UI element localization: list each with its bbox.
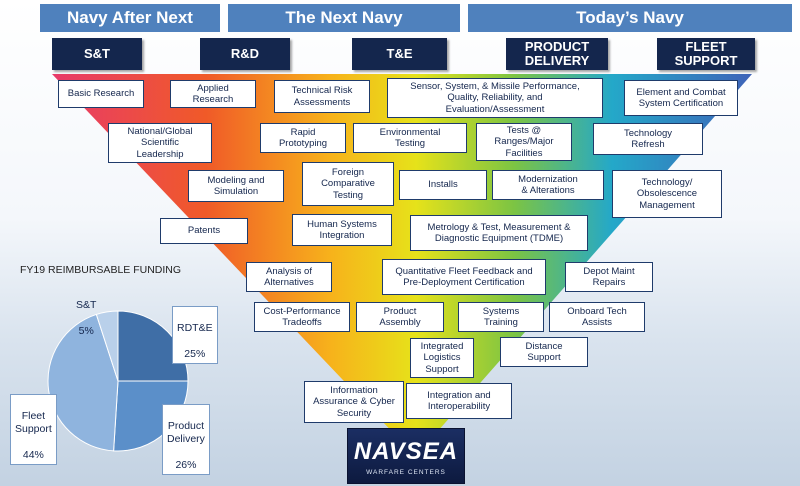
box-onboard-tech: Onboard Tech Assists — [549, 302, 645, 332]
box-integration-interop: Integration and Interoperability — [406, 383, 512, 419]
box-foreign-comparative: Foreign Comparative Testing — [302, 162, 394, 206]
box-applied-research: Applied Research — [170, 80, 256, 108]
pie-label-product-delivery: Product Delivery 26% — [162, 404, 210, 475]
box-human-systems: Human Systems Integration — [292, 214, 392, 246]
pie-slice-s-t — [95, 310, 119, 382]
box-patents: Patents — [160, 218, 248, 244]
pie-label-rdte-value: 25% — [184, 348, 206, 360]
box-modeling-simulation: Modeling and Simulation — [188, 170, 284, 202]
header-next-navy: The Next Navy — [228, 4, 460, 32]
phase-fleet-support: FLEET SUPPORT — [657, 38, 755, 70]
box-systems-training: Systems Training — [458, 302, 544, 332]
phase-product-delivery: PRODUCT DELIVERY — [506, 38, 608, 70]
box-basic-research: Basic Research — [58, 80, 144, 108]
box-technology-refresh: Technology Refresh — [593, 123, 703, 155]
box-national-global: National/Global Scientific Leadership — [108, 123, 212, 163]
navsea-logo: NAVSEA WARFARE CENTERS — [347, 428, 465, 484]
box-quantitative-feedback: Quantitative Fleet Feedback and Pre-Depl… — [382, 259, 546, 295]
box-metrology: Metrology & Test, Measurement & Diagnost… — [410, 215, 588, 251]
phase-rd: R&D — [200, 38, 290, 70]
funding-title: FY19 REIMBURSABLE FUNDING — [20, 264, 182, 276]
box-element-combat: Element and Combat System Certification — [624, 80, 738, 116]
box-depot-maint: Depot Maint Repairs — [565, 262, 653, 292]
pie-label-rdte-name: RDT&E — [177, 322, 213, 334]
pie-label-pd-name: Product Delivery — [167, 420, 205, 445]
pie-slice-fleet-support — [47, 313, 119, 452]
pie-label-fs-name: Fleet Support — [15, 410, 52, 435]
box-technical-risk: Technical Risk Assessments — [274, 80, 370, 113]
box-analysis-alternatives: Analysis of Alternatives — [246, 262, 332, 292]
box-cost-performance: Cost-Performance Tradeoffs — [254, 302, 350, 332]
pie-label-st: S&T 5% — [76, 286, 96, 338]
box-rapid-prototyping: Rapid Prototyping — [260, 123, 346, 153]
pie-label-rdte: RDT&E 25% — [172, 306, 218, 364]
box-installs: Installs — [399, 170, 487, 200]
header-navy-after-next: Navy After Next — [40, 4, 220, 32]
pie-label-pd-value: 26% — [175, 459, 197, 471]
pie-label-st-name: S&T — [76, 299, 97, 311]
logo-subtext: WARFARE CENTERS — [366, 469, 446, 476]
logo-text: NAVSEA — [353, 438, 459, 465]
pie-label-fs-value: 44% — [22, 449, 44, 461]
box-distance-support: Distance Support — [500, 337, 588, 367]
pie-label-st-value: 5% — [78, 325, 94, 337]
box-obsolescence: Technology/ Obsolescence Management — [612, 170, 722, 218]
box-tests-ranges: Tests @ Ranges/Major Facilities — [476, 123, 572, 161]
phase-te: T&E — [352, 38, 447, 70]
box-information-assurance: Information Assurance & Cyber Security — [304, 381, 404, 423]
box-modernization: Modernization & Alterations — [492, 170, 604, 200]
box-product-assembly: Product Assembly — [356, 302, 444, 332]
box-environmental-testing: Environmental Testing — [353, 123, 467, 153]
pie-label-fleet-support: Fleet Support 44% — [10, 394, 57, 465]
phase-st: S&T — [52, 38, 142, 70]
box-integrated-logistics: Integrated Logistics Support — [410, 338, 474, 378]
pie-slice-rdt-e — [117, 310, 189, 382]
header-todays-navy: Today’s Navy — [468, 4, 792, 32]
box-sensor-system: Sensor, System, & Missile Performance, Q… — [387, 78, 603, 118]
